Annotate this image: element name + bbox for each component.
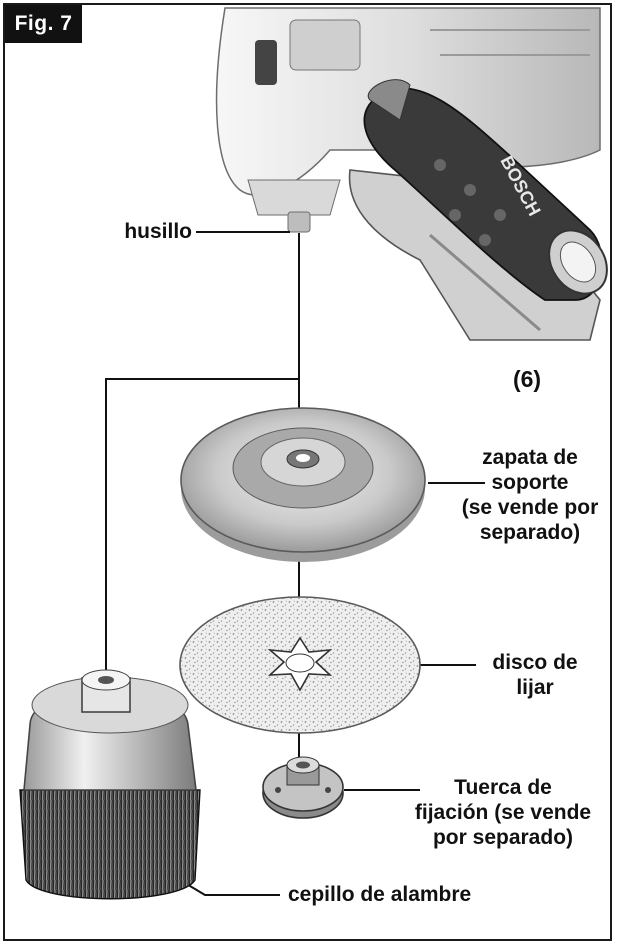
handle-guard-plate	[348, 169, 601, 341]
side-handle: BOSCH	[363, 79, 608, 301]
label-spindle: husillo	[124, 220, 192, 243]
wire-cup-brush	[19, 669, 201, 900]
label-sanding-disc: disco de lijar	[492, 651, 578, 699]
label-handle-reference: (6)	[512, 366, 542, 392]
lock-nut	[262, 756, 344, 819]
figure-badge: Fig. 7	[5, 5, 82, 43]
label-wire-brush: cepillo de alambre	[288, 883, 472, 906]
label-lock-nut: Tuerca de fijación (se vende por separad…	[414, 776, 592, 849]
label-backing-pad: zapata de soporte (se vende por separado…	[461, 446, 599, 544]
sanding-disc	[179, 596, 421, 734]
backing-pad	[180, 407, 426, 562]
